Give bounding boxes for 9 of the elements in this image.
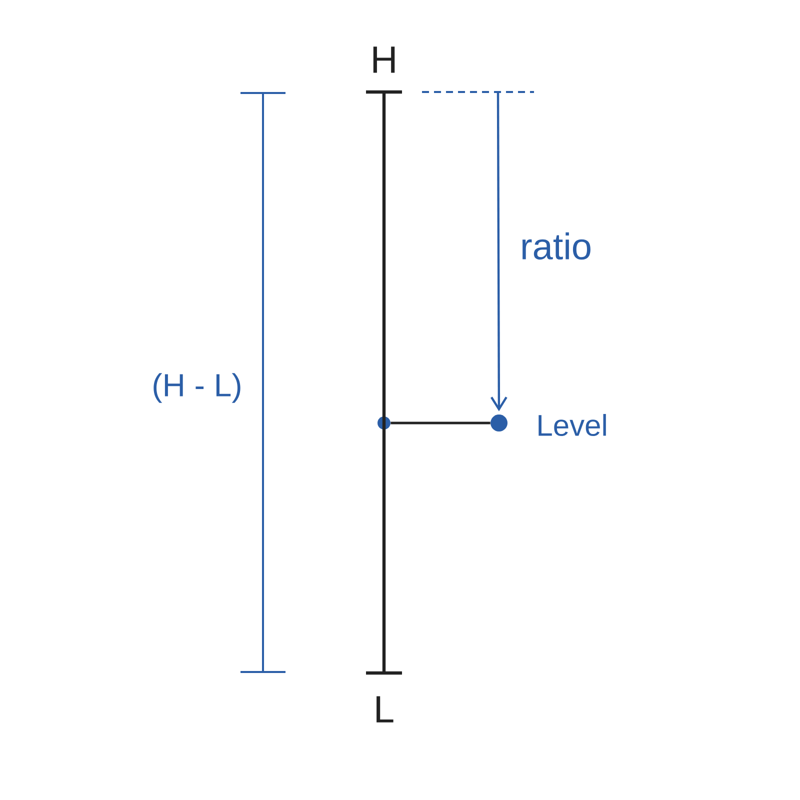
dimension-label: (H - L) <box>154 373 240 403</box>
end-label: H <box>373 46 395 73</box>
connector-line <box>390 422 490 424</box>
scale-line <box>382 92 386 673</box>
arrow <box>490 92 508 412</box>
edge-label: ratio <box>522 232 590 260</box>
point-dot <box>378 416 390 430</box>
end-label: L <box>376 696 394 722</box>
point-label: Level <box>538 414 606 436</box>
